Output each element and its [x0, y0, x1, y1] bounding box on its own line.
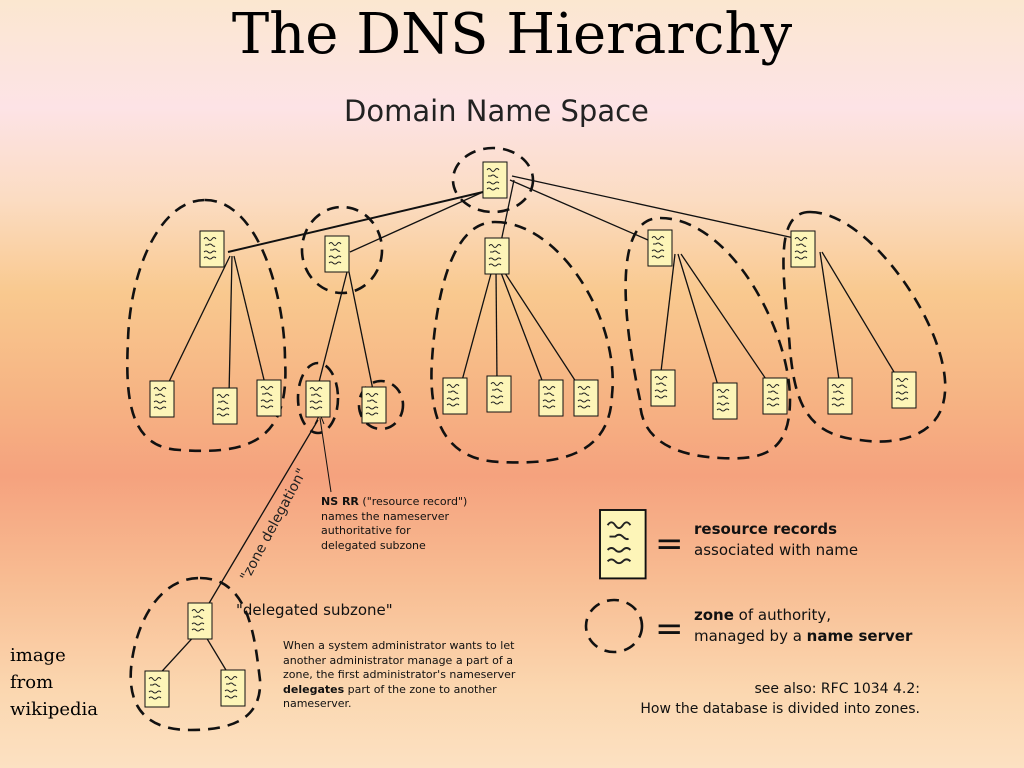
ns-record-icon: [305, 380, 331, 418]
record-icon: [647, 229, 673, 267]
record-icon: [149, 380, 175, 418]
legend-zone-line2: managed by a: [694, 627, 807, 645]
zone-boundary-small: [300, 205, 384, 295]
legend-zone: zone of authority, managed by a name ser…: [694, 605, 912, 647]
record-icon: [762, 377, 788, 415]
ns-rr-line-4: delegated subzone: [321, 538, 426, 552]
ns-rr-line-3: authoritative for: [321, 524, 411, 537]
record-icon: [220, 669, 246, 707]
ns-rr-line-1: ("resource record"): [362, 495, 468, 508]
record-icon: [650, 369, 676, 407]
legend-rr-bold: resource records: [694, 520, 837, 538]
diagram-title: Domain Name Space: [344, 94, 649, 128]
record-icon: [361, 386, 387, 424]
zone-boundary-middle: [430, 220, 615, 464]
record-icon: [324, 235, 350, 273]
delegated-subzone-label: "delegated subzone": [236, 601, 393, 619]
credit-line-1: image: [10, 645, 66, 666]
credit-line-2: from: [10, 672, 54, 693]
credit-line-3: wikipedia: [10, 699, 99, 720]
root-record-icon: [482, 161, 508, 199]
legend-zone-bold: zone: [694, 606, 734, 624]
record-icon: [827, 377, 853, 415]
record-icon: [790, 230, 816, 268]
zone-delegation-label: "zone delegation": [237, 466, 310, 584]
zone-boundary-ns: [296, 361, 340, 435]
record-icon: [212, 387, 238, 425]
subzone-boundary: [129, 576, 262, 732]
record-icon: [573, 379, 599, 417]
legend-resource-records: resource records associated with name: [694, 519, 858, 561]
subzone-record-icon: [187, 602, 213, 640]
root-zone-boundary: [451, 146, 535, 214]
ns-rr-annotation: NS RR ("resource record") names the name…: [321, 495, 501, 553]
delegation-explanation: When a system administrator wants to let…: [283, 639, 523, 712]
image-credit: image from wikipedia: [10, 642, 100, 723]
record-icon: [442, 377, 468, 415]
delegation-text-after: part of the zone to another nameserver.: [283, 682, 497, 711]
record-icon: [256, 379, 282, 417]
delegation-text-bold: delegates: [283, 682, 345, 696]
zone-boundary-far-right: [782, 210, 947, 443]
delegation-text-before: When a system administrator wants to let…: [283, 639, 516, 681]
record-icon: [538, 379, 564, 417]
tree-edges: [153, 175, 901, 681]
record-icon: [891, 371, 917, 409]
record-icon: [486, 375, 512, 413]
legend-zone-bold2: name server: [806, 627, 913, 645]
record-icon: [712, 382, 738, 420]
see-also-line-1: see also: RFC 1034 4.2:: [754, 681, 920, 697]
slide-title: The DNS Hierarchy: [231, 2, 793, 67]
legend-equals-rr: =: [655, 524, 684, 564]
record-icon: [484, 237, 510, 275]
legend-rr-rest: associated with name: [694, 541, 859, 559]
record-icon: [144, 670, 170, 708]
ns-rr-bold: NS RR: [321, 495, 359, 508]
record-icon: [199, 230, 225, 268]
ns-rr-line-2: names the nameserver: [321, 509, 449, 523]
see-also-line-2: How the database is divided into zones.: [640, 701, 920, 717]
legend-record-icon: [599, 509, 647, 580]
see-also-note: see also: RFC 1034 4.2: How the database…: [640, 679, 920, 719]
zone-boundary-left: [126, 198, 287, 453]
zone-boundary-leaf: [357, 379, 405, 431]
zone-boundary-right: [624, 216, 792, 460]
zone-boundaries: [126, 146, 947, 732]
legend-zone-mid: of authority,: [733, 606, 832, 624]
legend-zone-swatch: [584, 598, 644, 654]
legend-equals-zone: =: [655, 609, 684, 649]
